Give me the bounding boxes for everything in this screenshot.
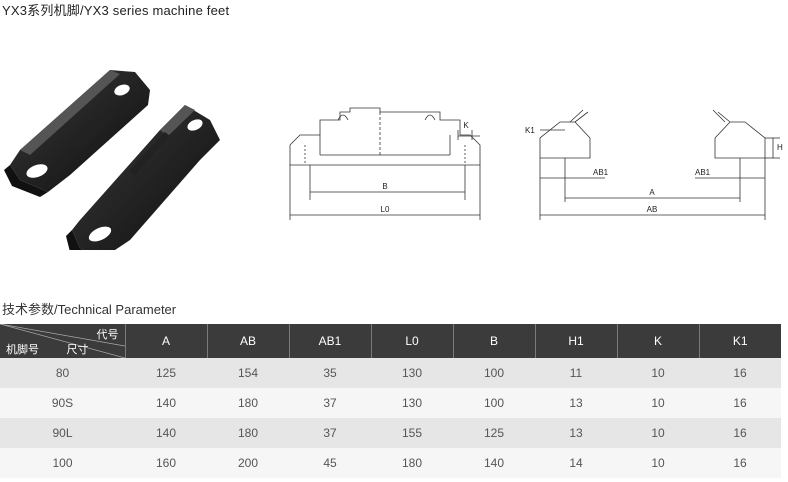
end-view-drawing: K1 H AB1 AB1 A AB (525, 109, 783, 220)
cell-b: 125 (453, 418, 535, 448)
cell-ab1: 37 (289, 418, 371, 448)
cell-foot-no: 90S (0, 388, 125, 418)
cell-foot-no: 100 (0, 448, 125, 478)
header-ab: AB (207, 324, 290, 358)
table-corner-cell: 代号 尺寸 机脚号 (0, 324, 126, 358)
cell-k: 10 (617, 388, 699, 418)
corner-label-foot-no: 机脚号 (6, 344, 39, 356)
cell-k: 10 (617, 448, 699, 478)
dim-label-k1: K1 (525, 126, 535, 135)
table-row: 90L 140 180 37 155 125 13 10 16 (0, 418, 781, 448)
cell-h1: 14 (535, 448, 617, 478)
cell-foot-no: 80 (0, 358, 125, 388)
right-foot-part (66, 105, 220, 250)
dim-label-ab: AB (647, 205, 658, 214)
corner-label-code: 代号 (96, 329, 119, 341)
cell-a: 140 (125, 418, 207, 448)
cell-k: 10 (617, 358, 699, 388)
cell-l0: 130 (371, 388, 453, 418)
cell-k1: 16 (699, 358, 781, 388)
cell-l0: 130 (371, 358, 453, 388)
cell-ab: 154 (207, 358, 289, 388)
table-row: 100 160 200 45 180 140 14 10 16 (0, 448, 781, 478)
dim-label-a: A (649, 188, 655, 197)
cell-a: 140 (125, 388, 207, 418)
header-k: K (617, 324, 700, 358)
cell-ab: 180 (207, 418, 289, 448)
cell-b: 100 (453, 388, 535, 418)
cell-b: 100 (453, 358, 535, 388)
dim-label-k: K (463, 121, 469, 130)
cell-h1: 13 (535, 418, 617, 448)
table-row: 80 125 154 35 130 100 11 10 16 (0, 358, 781, 388)
cell-l0: 155 (371, 418, 453, 448)
cell-k: 10 (617, 418, 699, 448)
left-foot-part (4, 70, 150, 197)
dim-label-l0: L0 (381, 205, 390, 214)
cell-foot-no: 90L (0, 418, 125, 448)
header-ab1: AB1 (289, 324, 372, 358)
table-row: 90S 140 180 37 130 100 13 10 16 (0, 388, 781, 418)
machine-feet-photo (4, 70, 220, 250)
cell-h1: 13 (535, 388, 617, 418)
cell-k1: 16 (699, 388, 781, 418)
cell-ab1: 45 (289, 448, 371, 478)
section-title: 技术参数/Technical Parameter (2, 302, 177, 317)
cell-ab1: 37 (289, 388, 371, 418)
cell-a: 160 (125, 448, 207, 478)
corner-label-size: 尺寸 (66, 344, 89, 356)
corner-diagonal-lines (0, 324, 125, 358)
side-view-drawing: B L0 K (289, 107, 481, 220)
page-title: YX3系列机脚/YX3 series machine feet (2, 3, 230, 18)
cell-ab: 200 (207, 448, 289, 478)
cell-k1: 16 (699, 418, 781, 448)
header-k1: K1 (699, 324, 781, 358)
cell-a: 125 (125, 358, 207, 388)
header-a: A (125, 324, 208, 358)
dim-label-b: B (382, 182, 387, 191)
cell-k1: 16 (699, 448, 781, 478)
header-l0: L0 (371, 324, 454, 358)
dim-label-h: H (777, 143, 783, 152)
table-header-row: 代号 尺寸 机脚号 A AB AB1 L0 B H1 K K1 (0, 324, 781, 358)
header-h1: H1 (535, 324, 618, 358)
dim-label-ab1-right: AB1 (695, 168, 711, 177)
cell-ab1: 35 (289, 358, 371, 388)
dim-label-ab1-left: AB1 (593, 168, 609, 177)
header-b: B (453, 324, 536, 358)
technical-parameter-table: 代号 尺寸 机脚号 A AB AB1 L0 B H1 K K1 80 125 1… (0, 324, 781, 478)
cell-ab: 180 (207, 388, 289, 418)
cell-h1: 11 (535, 358, 617, 388)
cell-l0: 180 (371, 448, 453, 478)
cell-b: 140 (453, 448, 535, 478)
